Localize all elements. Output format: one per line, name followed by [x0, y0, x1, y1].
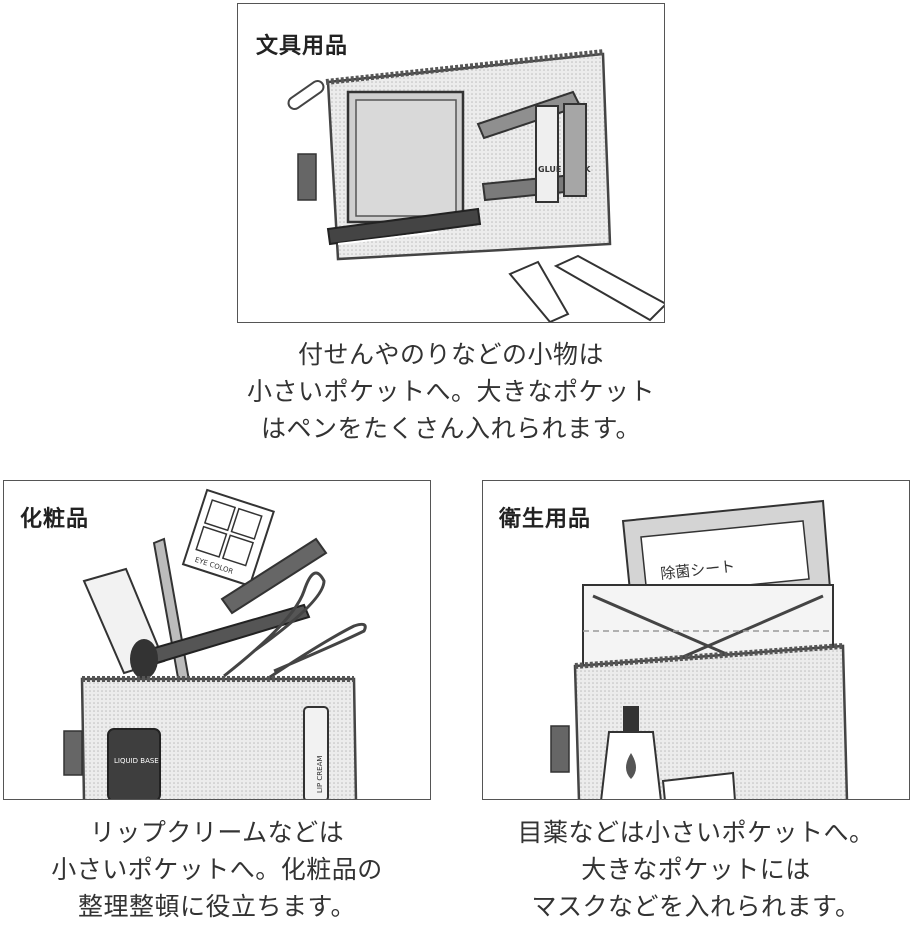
caption-line: リップクリームなどは: [89, 818, 345, 847]
caption-hygiene: 目薬などは小さいポケットへ。 大きなポケットには マスクなどを入れられます。: [482, 814, 910, 925]
stationery-pouch-illustration: GLUE STICK: [287, 49, 664, 322]
caption-line: 小さいポケットへ。大きなポケット: [246, 377, 655, 406]
panel-stationery: 文具用品 GLUE STICK: [237, 3, 665, 323]
caption-cosmetics: リップクリームなどは 小さいポケットへ。化粧品の 整理整頓に役立ちます。: [3, 814, 431, 925]
caption-line: 大きなポケットには: [581, 855, 811, 884]
caption-line: 小さいポケットへ。化粧品の: [51, 855, 383, 884]
cosmetics-pouch-illustration: EYE COLOR LIQUID BASE LIP CREAM: [63, 488, 367, 799]
panel-label-stationery: 文具用品: [250, 26, 355, 62]
caption-line: 付せんやのりなどの小物は: [297, 340, 604, 369]
lip-cream: LIP CREAM: [303, 706, 329, 799]
caption-line: 目薬などは小さいポケットへ。: [517, 818, 875, 847]
loose-clip: [553, 254, 664, 322]
eye-drops-bottle: [600, 706, 662, 799]
eye-color-palette: EYE COLOR: [181, 488, 275, 588]
lip-cream-label: LIP CREAM: [316, 756, 324, 793]
liquid-base-bottle: LIQUID BASE: [107, 728, 161, 799]
caption-line: マスクなどを入れられます。: [531, 892, 861, 921]
caption-line: はペンをたくさん入れられます。: [260, 414, 641, 443]
hygiene-pouch-illustration: 除菌シート: [550, 499, 849, 799]
liquid-base-label: LIQUID BASE: [114, 757, 159, 765]
zipper-pull-icon: [287, 79, 325, 111]
panel-hygiene: 衛生用品 除菌シート: [482, 480, 910, 800]
panel-cosmetics: 化粧品 EYE COLOR: [3, 480, 431, 800]
mascara: [220, 537, 328, 615]
panel-label-cosmetics: 化粧品: [14, 499, 96, 535]
brush-pen: [326, 207, 482, 246]
caption-line: 整理整頓に役立ちます。: [77, 892, 356, 921]
caption-stationery: 付せんやのりなどの小物は 小さいポケットへ。大きなポケット はペンをたくさん入れ…: [237, 336, 665, 447]
eyelash-curler: [223, 571, 326, 678]
loose-pen: [508, 260, 570, 322]
panel-label-hygiene: 衛生用品: [493, 499, 598, 535]
